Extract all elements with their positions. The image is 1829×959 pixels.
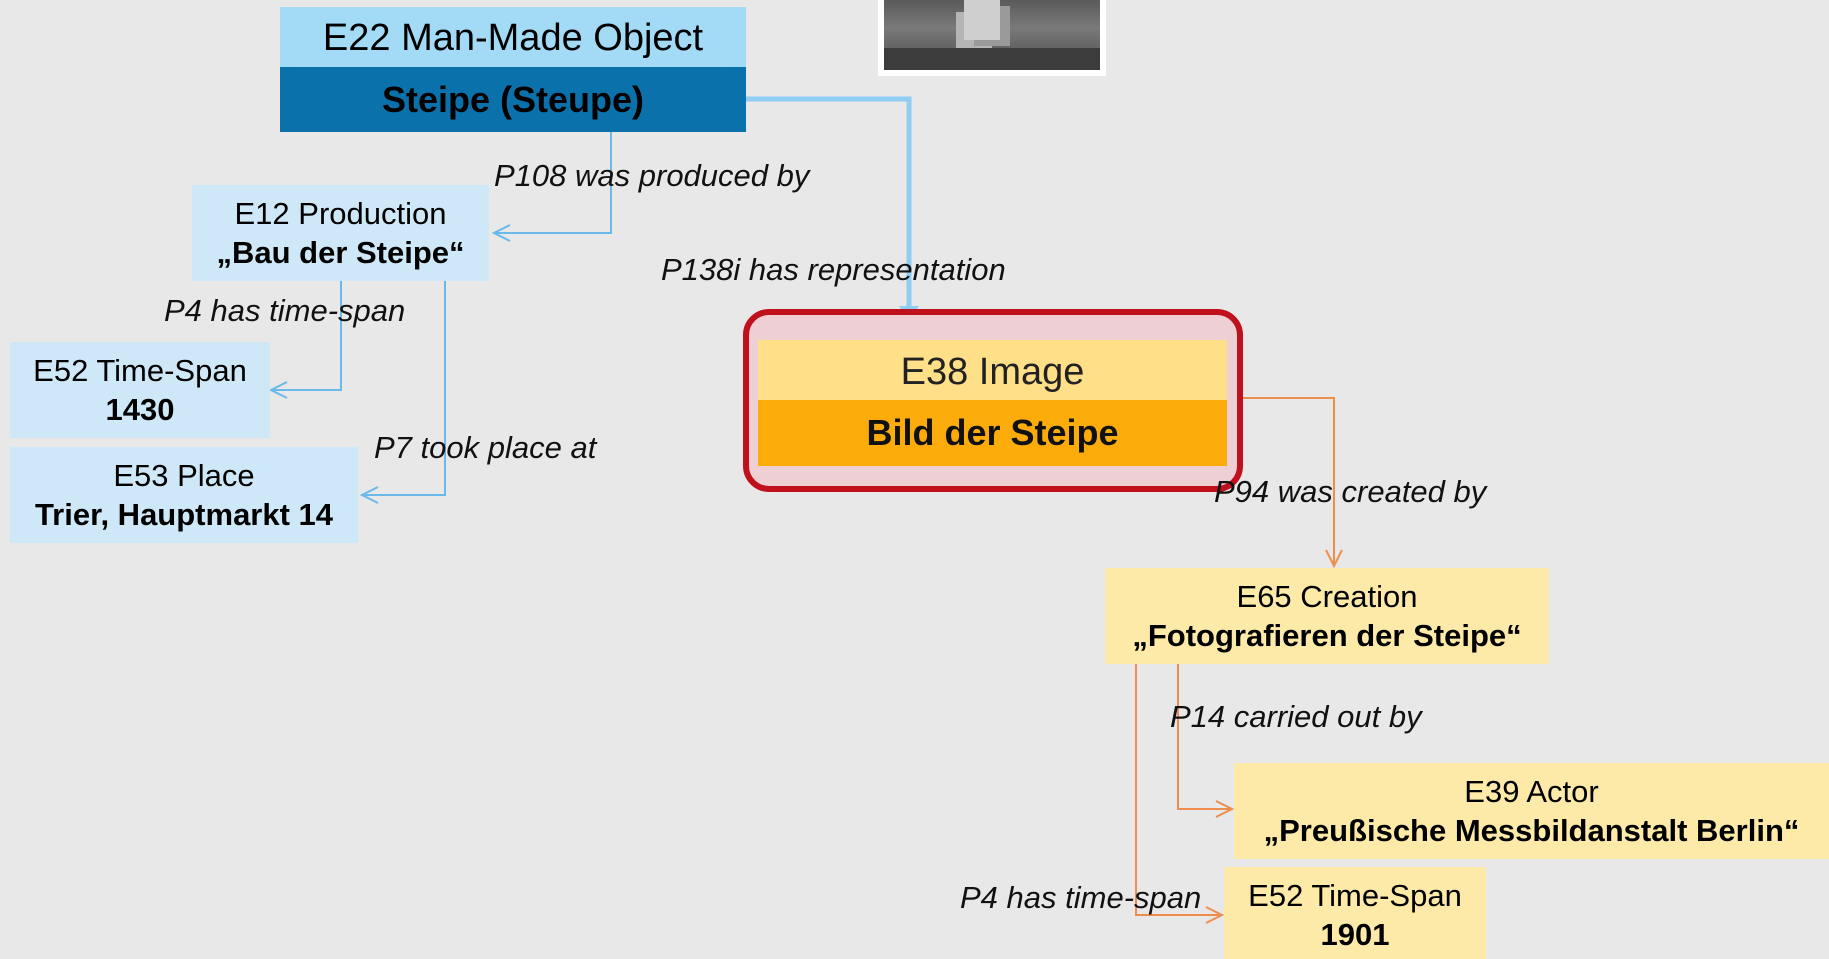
edge-p14-line	[1177, 657, 1232, 809]
node-e12-class-label: E12 Production	[234, 196, 447, 231]
node-e52a-instance-label: 1430	[105, 392, 175, 427]
node-e22-class-label: E22 Man-Made Object	[280, 7, 746, 67]
node-e52-time-span-1901: E52 Time-Span 1901	[1224, 867, 1486, 959]
node-e38-instance-label: Bild der Steipe	[758, 400, 1227, 466]
edge-p108-line	[494, 132, 612, 233]
photo-thumbnail	[878, 0, 1106, 76]
node-e65-creation: E65 Creation „Fotografieren der Steipe“	[1105, 568, 1549, 664]
node-e39-class-label: E39 Actor	[1464, 774, 1599, 809]
steipe-photo-image	[884, 0, 1100, 70]
node-e52a-class-label: E52 Time-Span	[33, 353, 247, 388]
edge-label-p14: P14 carried out by	[1170, 699, 1422, 734]
edge-p7-line	[362, 281, 446, 495]
node-e38-image: E38 Image Bild der Steipe	[758, 340, 1227, 466]
node-e53-place: E53 Place Trier, Hauptmarkt 14	[10, 447, 358, 543]
node-e53-class-label: E53 Place	[113, 458, 255, 493]
edge-p94-line	[1228, 397, 1334, 566]
node-e52b-class-label: E52 Time-Span	[1248, 878, 1462, 913]
node-e22-instance-label: Steipe (Steupe)	[280, 67, 746, 132]
node-e52b-instance-label: 1901	[1320, 917, 1390, 952]
node-e39-instance-label: „Preußische Messbildanstalt Berlin“	[1263, 813, 1800, 848]
node-e22-man-made-object: E22 Man-Made Object Steipe (Steupe)	[280, 7, 746, 132]
node-e39-actor: E39 Actor „Preußische Messbildanstalt Be…	[1234, 763, 1829, 859]
edge-label-p4a: P4 has time-span	[164, 293, 406, 328]
node-e53-instance-label: Trier, Hauptmarkt 14	[34, 497, 334, 532]
node-e38-class-label: E38 Image	[758, 340, 1227, 400]
edge-label-p138i: P138i has representation	[661, 252, 1006, 287]
edge-p4a-line	[271, 281, 342, 390]
node-e12-production: E12 Production „Bau der Steipe“	[192, 185, 489, 281]
node-e65-instance-label: „Fotografieren der Steipe“	[1132, 618, 1522, 653]
edge-label-p94: P94 was created by	[1214, 474, 1487, 509]
edge-label-p108: P108 was produced by	[494, 158, 810, 193]
node-e12-instance-label: „Bau der Steipe“	[216, 235, 465, 270]
node-e65-class-label: E65 Creation	[1236, 579, 1418, 614]
node-e52-time-span-1430: E52 Time-Span 1430	[10, 342, 270, 438]
edge-label-p7: P7 took place at	[374, 430, 597, 465]
edge-p138i-line	[746, 96, 919, 322]
edge-p4b-line	[1135, 657, 1222, 915]
edge-label-p4b: P4 has time-span	[960, 880, 1202, 915]
